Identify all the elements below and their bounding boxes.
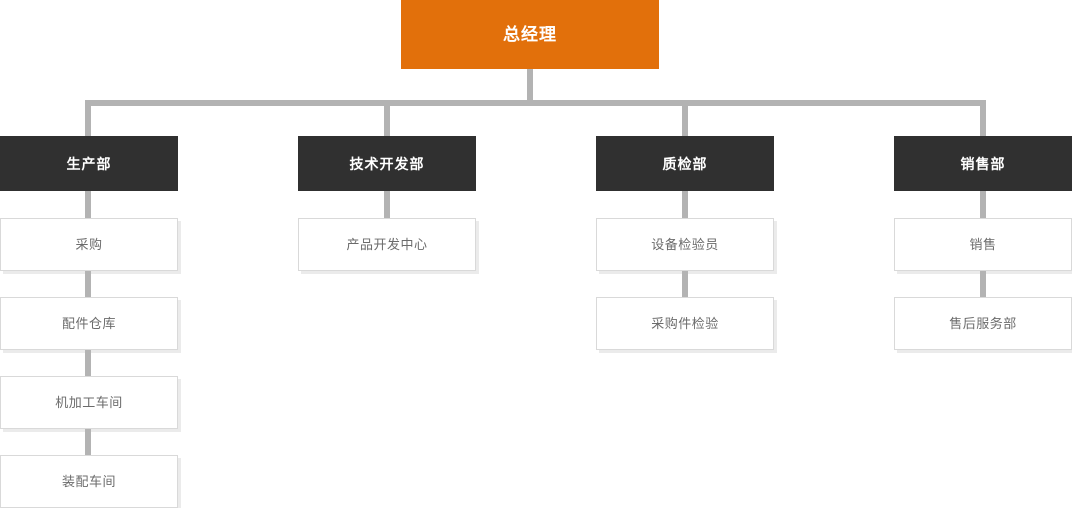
- connector-quality-to-child-1: [682, 191, 688, 218]
- node-sub-sales[interactable]: 销售: [894, 218, 1072, 271]
- connector-bus-to-production: [85, 100, 91, 136]
- node-department-technical-development[interactable]: 技术开发部: [298, 136, 476, 191]
- node-sub-equipment-inspector-label: 设备检验员: [651, 237, 719, 252]
- connector-production-child-2-to-3: [85, 350, 91, 376]
- connector-bus-to-quality: [682, 100, 688, 136]
- connector-production-child-3-to-4: [85, 429, 91, 455]
- node-sub-product-development-center-label: 产品开发中心: [346, 237, 428, 252]
- node-general-manager-label: 总经理: [503, 25, 557, 44]
- node-sub-parts-warehouse[interactable]: 配件仓库: [0, 297, 178, 350]
- connector-root-down: [527, 69, 533, 106]
- node-department-sales-label: 销售部: [960, 155, 1006, 172]
- node-sub-assembly-workshop[interactable]: 装配车间: [0, 455, 178, 508]
- node-department-production[interactable]: 生产部: [0, 136, 178, 191]
- node-department-production-label: 生产部: [66, 155, 112, 172]
- node-sub-after-sales-service[interactable]: 售后服务部: [894, 297, 1072, 350]
- node-sub-parts-warehouse-label: 配件仓库: [61, 316, 116, 331]
- node-department-quality-inspection-label: 质检部: [662, 155, 708, 172]
- connector-bus-to-tech: [384, 100, 390, 136]
- connector-tech-to-child-1: [384, 191, 390, 218]
- node-sub-machining-workshop-label: 机加工车间: [55, 395, 123, 410]
- node-sub-purchased-parts-inspection[interactable]: 采购件检验: [596, 297, 774, 350]
- connector-production-child-1-to-2: [85, 271, 91, 297]
- node-sub-assembly-workshop-label: 装配车间: [61, 474, 116, 489]
- connector-bus-to-sales: [980, 100, 986, 136]
- node-general-manager[interactable]: 总经理: [401, 0, 659, 69]
- connector-production-to-child-1: [85, 191, 91, 218]
- connector-sales-to-child-1: [980, 191, 986, 218]
- connector-sales-child-1-to-2: [980, 271, 986, 297]
- node-sub-product-development-center[interactable]: 产品开发中心: [298, 218, 476, 271]
- node-sub-procurement-label: 采购: [75, 237, 103, 252]
- node-sub-machining-workshop[interactable]: 机加工车间: [0, 376, 178, 429]
- node-sub-sales-label: 销售: [969, 237, 997, 252]
- connector-horizontal-bus: [85, 100, 986, 106]
- node-sub-purchased-parts-inspection-label: 采购件检验: [651, 316, 719, 331]
- node-department-technical-development-label: 技术开发部: [349, 155, 425, 172]
- node-department-sales[interactable]: 销售部: [894, 136, 1072, 191]
- node-department-quality-inspection[interactable]: 质检部: [596, 136, 774, 191]
- node-sub-procurement[interactable]: 采购: [0, 218, 178, 271]
- node-sub-equipment-inspector[interactable]: 设备检验员: [596, 218, 774, 271]
- node-sub-after-sales-service-label: 售后服务部: [949, 316, 1017, 331]
- connector-quality-child-1-to-2: [682, 271, 688, 297]
